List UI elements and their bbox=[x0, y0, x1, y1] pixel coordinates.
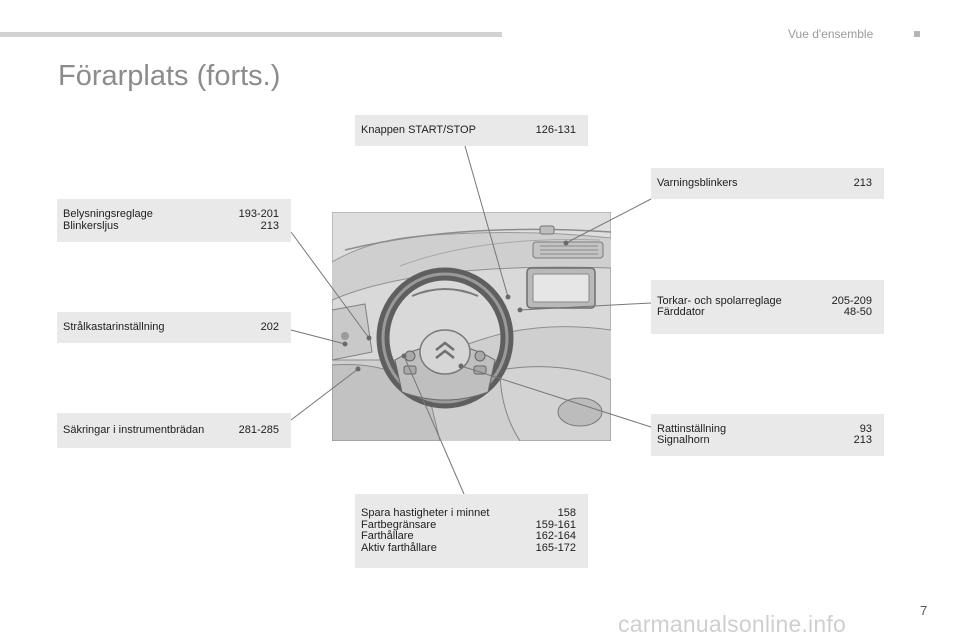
page-number: 7 bbox=[920, 603, 928, 618]
callout-row: Spara hastigheter i minnet 158 bbox=[361, 507, 576, 520]
callout-start-stop: Knappen START/STOP 126-131 bbox=[355, 115, 588, 146]
callout-row: Farthållare 162-164 bbox=[361, 530, 576, 543]
callout-row: Signalhorn 213 bbox=[657, 434, 872, 447]
callout-label: Farthållare bbox=[361, 530, 414, 542]
callout-label: Fartbegränsare bbox=[361, 518, 437, 531]
callout-pages: 205-209 bbox=[831, 294, 872, 307]
callout-varningsblinkers: Varningsblinkers 213 bbox=[651, 168, 884, 199]
callout-label: Färddator bbox=[657, 306, 705, 318]
callout-label: Signalhorn bbox=[657, 434, 710, 446]
callout-row: Belysningsreglage 193-201 bbox=[63, 208, 279, 221]
callout-pages: 48-50 bbox=[843, 306, 872, 318]
callout-label: Spara hastigheter i minnet bbox=[361, 507, 490, 519]
callout-pages: 213 bbox=[853, 176, 872, 189]
callout-row: Torkar- och spolarreglage 205-209 bbox=[657, 294, 872, 308]
callout-row: Fartbegränsare 159-161 bbox=[361, 518, 576, 532]
callout-row: Aktiv farthållare 165-172 bbox=[361, 541, 576, 555]
callout-row: Blinkersljus 213 bbox=[63, 219, 279, 233]
callout-belysning: Belysningsreglage 193-201 Blinkersljus 2… bbox=[57, 199, 291, 242]
callout-row: Säkringar i instrumentbrädan 281-285 bbox=[63, 423, 279, 437]
callout-label: Rattinställning bbox=[657, 422, 727, 435]
callout-hastighet: Spara hastigheter i minnet 158 Fartbegrä… bbox=[355, 494, 588, 568]
callout-sakringar: Säkringar i instrumentbrädan 281-285 bbox=[57, 413, 291, 448]
section-label: Vue d'ensemble bbox=[788, 27, 874, 41]
callout-ratt: Rattinställning 93 Signalhorn 213 bbox=[651, 414, 884, 456]
callout-row: Rattinställning 93 bbox=[657, 422, 872, 436]
callout-label: Aktiv farthållare bbox=[361, 541, 437, 554]
header-rule bbox=[0, 32, 502, 37]
callout-label: Blinkersljus bbox=[63, 219, 119, 232]
watermark: carmanualsonline.info bbox=[618, 611, 846, 637]
callout-label: Knappen START/STOP bbox=[361, 123, 476, 136]
callout-pages: 213 bbox=[260, 219, 279, 232]
page-marker bbox=[914, 31, 920, 37]
callout-label: Belysningsreglage bbox=[63, 208, 153, 220]
anchor-dots bbox=[342, 240, 569, 372]
callout-row: Knappen START/STOP 126-131 bbox=[361, 123, 576, 137]
callout-stralkastare: Strålkastarinställning 202 bbox=[57, 312, 291, 343]
callout-torkar: Torkar- och spolarreglage 205-209 Färdda… bbox=[651, 280, 884, 334]
callout-pages: 165-172 bbox=[535, 541, 576, 554]
leader-lines bbox=[290, 145, 652, 495]
callout-label: Strålkastarinställning bbox=[63, 320, 165, 333]
callout-row: Varningsblinkers 213 bbox=[657, 176, 872, 190]
callout-pages: 281-285 bbox=[238, 423, 279, 436]
callout-row: Strålkastarinställning 202 bbox=[63, 320, 279, 334]
callout-pages: 158 bbox=[557, 507, 576, 519]
callout-pages: 162-164 bbox=[535, 530, 576, 542]
callout-pages: 193-201 bbox=[238, 208, 279, 220]
callout-label: Säkringar i instrumentbrädan bbox=[63, 423, 205, 436]
callout-pages: 213 bbox=[853, 434, 872, 446]
callout-pages: 93 bbox=[859, 422, 872, 435]
page-title: Förarplats (forts.) bbox=[58, 60, 281, 92]
callout-row: Färddator 48-50 bbox=[657, 306, 872, 319]
callout-label: Torkar- och spolarreglage bbox=[657, 294, 782, 307]
callout-label: Varningsblinkers bbox=[657, 176, 738, 189]
callout-pages: 126-131 bbox=[535, 123, 576, 136]
callout-pages: 159-161 bbox=[535, 518, 576, 531]
callout-pages: 202 bbox=[260, 320, 279, 333]
